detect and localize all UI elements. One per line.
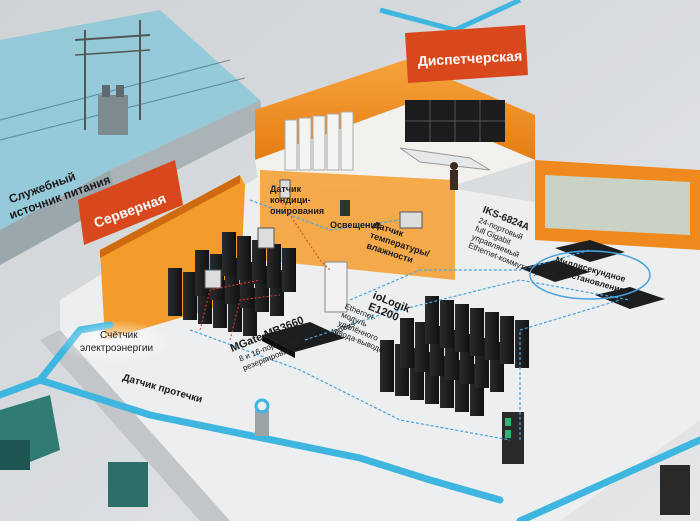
iologik-device [324, 261, 348, 313]
mgate-device [262, 322, 345, 358]
transformer-icon [74, 20, 151, 135]
power-meter-label: Счётчик электроэнергии [57, 320, 173, 364]
power-meter-line-2: электроэнергии [80, 343, 153, 354]
monitor-bottom-left-icon [108, 462, 148, 507]
lighting-label: Освещение [330, 220, 381, 230]
recovery-ring [529, 250, 651, 300]
valve-icon [254, 398, 270, 436]
ac-sensor-line-1: Датчик [270, 184, 302, 194]
generator-icon [0, 395, 60, 470]
server-racks-right [380, 296, 529, 416]
sensor-panels [204, 179, 423, 289]
control-room-banner: Диспетчерская [405, 25, 528, 83]
control-room [284, 100, 505, 190]
ac-sensor-line-2: кондици- [270, 195, 311, 205]
monitor-bottom-right-icon [660, 465, 690, 515]
network-lines [189, 199, 631, 441]
din-rail-device [502, 412, 524, 464]
control-room-title: Диспетчерская [417, 48, 522, 69]
power-lines [199, 199, 331, 341]
ac-sensor-label: Датчик кондици- онирования [270, 184, 324, 216]
power-meter-line-1: Счётчик [100, 330, 138, 341]
ac-sensor-line-3: онирования [270, 206, 324, 216]
